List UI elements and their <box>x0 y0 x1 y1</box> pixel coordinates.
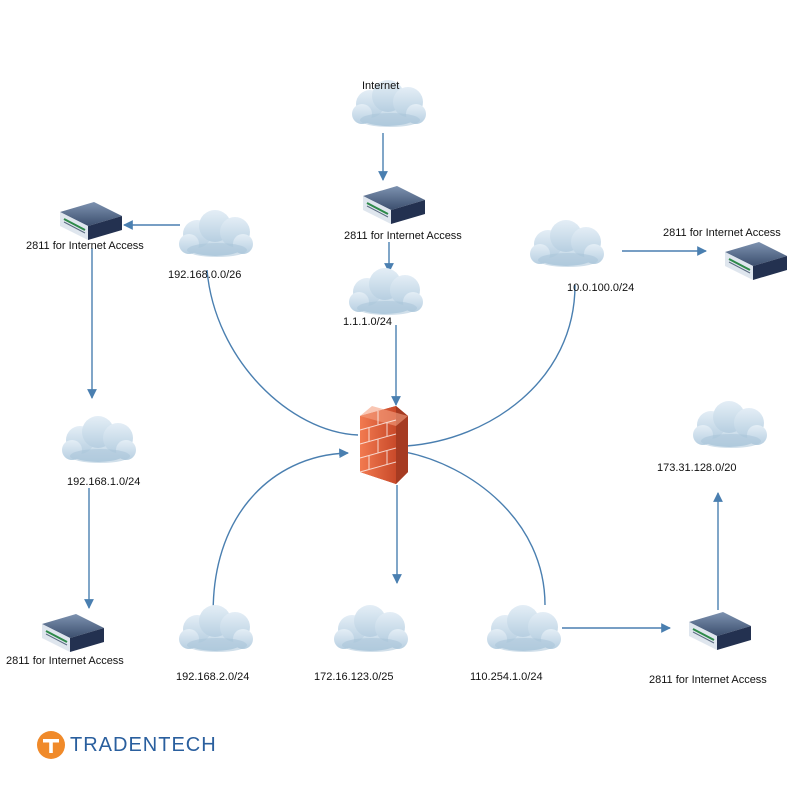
label-router-bottom-left: 2811 for Internet Access <box>6 655 124 667</box>
label-router-top-left: 2811 for Internet Access <box>26 240 144 252</box>
cloud-110-254-1 <box>487 605 561 652</box>
cloud-172-16-123 <box>334 605 408 652</box>
label-net-192-168-2: 192.168.2.0/24 <box>176 671 249 683</box>
router-icon-bottom-left <box>41 613 105 653</box>
label-net-110-254-1: 110.254.1.0/24 <box>470 671 543 683</box>
label-net-172-16-123: 172.16.123.0/25 <box>314 671 394 683</box>
label-net-1-1-1: 1.1.1.0/24 <box>343 316 392 328</box>
link-192-168-2-to-firewall <box>212 448 349 633</box>
cloud-1-1-1 <box>349 268 423 315</box>
connectors <box>84 133 723 633</box>
cloud-10-0-100 <box>530 220 604 267</box>
cloud-192-168-2 <box>179 605 253 652</box>
link-firewall-to-110-254-1 <box>404 451 546 606</box>
router-icon-top-right <box>724 241 788 281</box>
cloud-173-31-128 <box>693 401 767 448</box>
label-net-173-31-128: 173.31.128.0/20 <box>657 462 737 474</box>
cloud-192-168-1 <box>62 416 136 463</box>
link-192-168-0-to-firewall <box>206 269 359 436</box>
firewall-icon <box>359 406 408 484</box>
cloud-192-168-0 <box>179 210 253 257</box>
link-10-0-100-to-firewall <box>405 284 576 447</box>
t-circle-logo-icon <box>37 731 65 759</box>
router-icon-top-center <box>362 185 426 225</box>
label-net-192-168-1: 192.168.1.0/24 <box>67 476 140 488</box>
label-router-top-center: 2811 for Internet Access <box>344 230 462 242</box>
label-router-bottom-right: 2811 for Internet Access <box>649 674 767 686</box>
label-internet: Internet <box>362 80 399 92</box>
tradentech-logo: TRADENTECH <box>36 730 217 760</box>
label-net-10-0-100: 10.0.100.0/24 <box>567 282 634 294</box>
router-icon-top-left <box>59 201 123 241</box>
router-icon-bottom-right <box>688 611 752 651</box>
label-router-top-right: 2811 for Internet Access <box>663 227 781 239</box>
logo-text: TRADENTECH <box>70 733 217 756</box>
label-net-192-168-0: 192.168.0.0/26 <box>168 269 241 281</box>
